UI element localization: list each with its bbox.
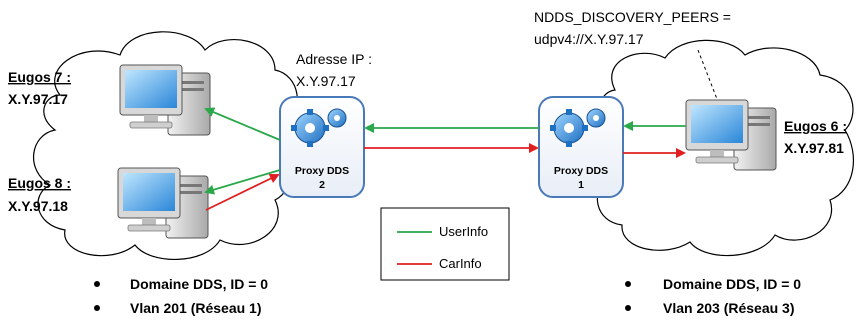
host-name-eugos-8: Eugos 8 : (8, 175, 71, 191)
host-name-eugos-6: Eugos 6 : (784, 118, 847, 134)
carinfo-arrow-to-proxy-2 (205, 174, 280, 211)
proxy-2-label-line2: 2 (319, 179, 325, 191)
computer-icon-eugos-8 (117, 167, 209, 239)
discovery-peers-line2: udpv4://X.Y.97.17 (534, 31, 644, 47)
legend: UserInfo CarInfo (380, 207, 510, 281)
discovery-peers-line1: NDDS_DISCOVERY_PEERS = (534, 9, 731, 25)
host-ip-eugos-7: X.Y.97.17 (8, 91, 68, 107)
right-network-info: Domaine DDS, ID = 0 Vlan 203 (Réseau 3) (625, 276, 801, 316)
proxy-dds-2: Proxy DDS 2 (279, 96, 365, 198)
left-domain-text: Domaine DDS, ID = 0 (130, 276, 268, 292)
computer-icon-eugos-6 (685, 99, 777, 171)
host-name-eugos-7: Eugos 7 : (8, 69, 71, 85)
host-ip-eugos-6: X.Y.97.81 (784, 140, 844, 156)
flow-arrows (204, 107, 686, 211)
proxy-1-label-line2: 1 (578, 179, 584, 191)
host-ip-eugos-8: X.Y.97.18 (8, 198, 68, 214)
gears-icon (291, 108, 347, 147)
left-network-info: Domaine DDS, ID = 0 Vlan 201 (Réseau 1) (94, 276, 268, 316)
proxy-dds-1: Proxy DDS 1 (538, 96, 624, 198)
left-network-cloud (33, 31, 298, 261)
userinfo-arrow-to-eugos-8 (204, 169, 281, 195)
computer-icon-eugos-7 (119, 64, 211, 136)
right-vlan-text: Vlan 203 (Réseau 3) (663, 300, 795, 316)
ip-address-label: Adresse IP : (296, 51, 372, 67)
legend-userinfo-label: UserInfo (439, 224, 488, 239)
proxy-1-label-line1: Proxy DDS (554, 165, 608, 177)
left-vlan-text: Vlan 201 (Réseau 1) (130, 300, 262, 316)
gears-icon (550, 108, 606, 147)
right-domain-text: Domaine DDS, ID = 0 (663, 276, 801, 292)
legend-carinfo-label: CarInfo (439, 256, 482, 271)
proxy-2-label-line1: Proxy DDS (295, 165, 349, 177)
userinfo-arrow-to-eugos-7 (204, 107, 281, 141)
ip-address-value: X.Y.97.17 (296, 73, 356, 89)
